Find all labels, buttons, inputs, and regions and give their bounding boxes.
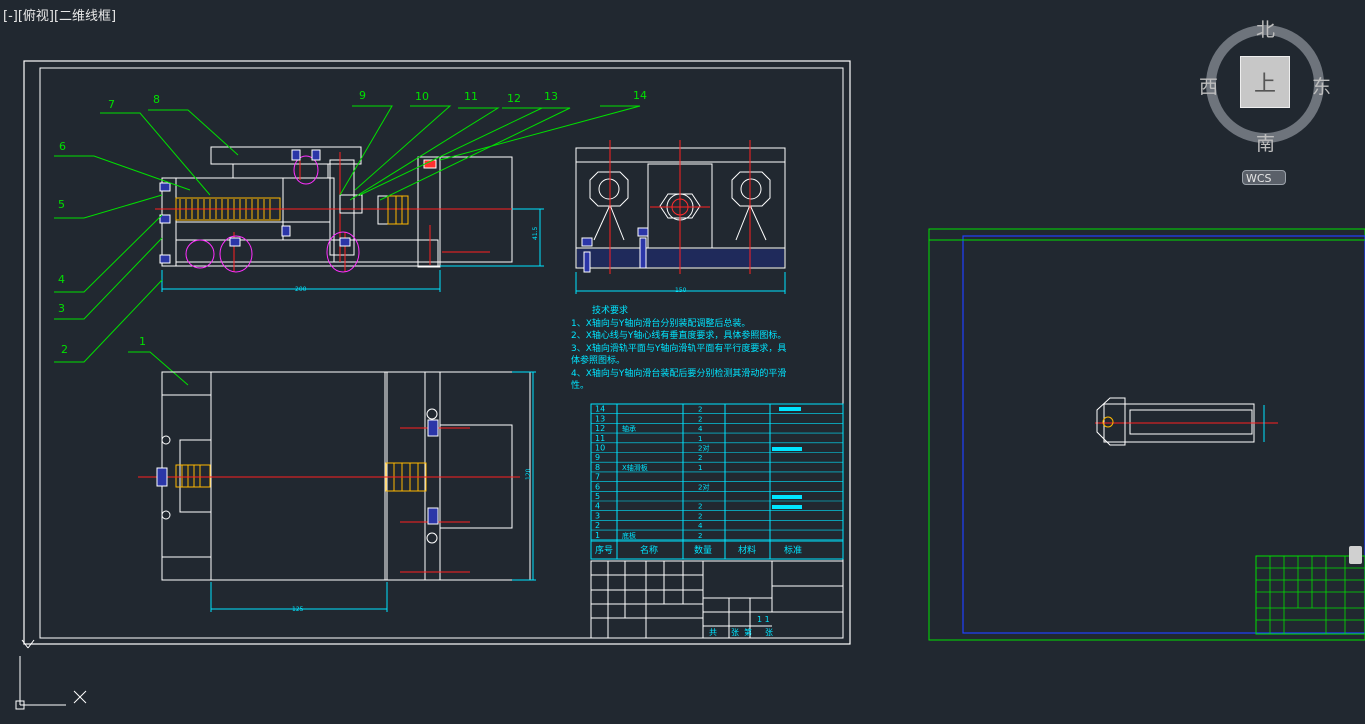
bom-cell: 2 [698,406,702,414]
title-block-text: 1 1 共 张 第 张 [709,615,773,637]
balloon-numbers: 7 8 6 5 4 3 2 9 10 11 12 13 14 1 [58,89,647,356]
dim-plan-width: 125 [292,606,304,613]
bom-cell: 6 [595,482,600,491]
bom-cell: 14 [595,405,605,414]
svg-text:6: 6 [59,140,66,153]
sheet-outer-frame [23,60,851,645]
svg-text:9: 9 [359,89,366,102]
svg-text:8: 8 [153,93,160,106]
bom-cell: 底板 [622,531,636,540]
bom-cell: 9 [595,453,600,462]
bom-fill-bars [772,407,802,509]
svg-text:11: 11 [464,90,478,103]
svg-text:10: 10 [415,90,429,103]
svg-text:2、X轴心线与Y轴心线有垂直度要求，具体参照图标。: 2、X轴心线与Y轴心线有垂直度要求，具体参照图标。 [571,329,786,341]
bom-header-material: 材料 [738,544,756,556]
sheet-inner-frame [39,67,844,639]
bom-cell: 8 [595,463,600,472]
svg-text:3: 3 [58,302,65,315]
bom-cell: 2 [595,521,600,530]
bom-cell: 1 [595,531,600,540]
svg-text:12: 12 [507,92,521,105]
viewcube-ring[interactable] [1198,12,1333,162]
compass-west[interactable]: 西 [1199,76,1219,98]
bom-cell: 3 [595,511,600,520]
bom-cell: 4 [698,522,703,530]
svg-text:体参照图标。: 体参照图标。 [571,354,625,366]
bom-cell: 12 [595,424,605,433]
dim-front-width: 200 [295,286,307,293]
svg-text:1 1: 1 1 [757,615,770,624]
svg-text:性。: 性。 [571,379,589,391]
bom-cell: 2 [698,415,702,423]
bom-header-no: 序号 [595,544,613,556]
bom-cell: 7 [595,473,600,482]
svg-text:共: 共 [709,628,717,637]
bom-header-qty: 数量 [694,544,712,556]
svg-text:1、X轴向与Y轴向滑台分别装配调整后总装。: 1、X轴向与Y轴向滑台分别装配调整后总装。 [571,317,750,329]
bom-cell: 10 [595,444,605,453]
dim-plan-height: 120 [525,468,532,480]
dim-side-width: 150 [675,287,687,294]
second-drawing-sheet [928,228,1365,641]
tech-requirements: 技术要求 1、X轴向与Y轴向滑台分别装配调整后总装。 2、X轴心线与Y轴心线有垂… [571,304,786,391]
plan-view-dims [210,371,536,612]
bom-cell: 2 [698,503,702,511]
plan-view [161,371,531,581]
front-view-dimensions [161,208,544,292]
bom-cell: 2 [698,532,702,540]
svg-text:第: 第 [744,627,752,637]
compass-north[interactable]: 北 [1256,19,1276,41]
svg-text:7: 7 [108,98,115,111]
side-view-centerlines [609,140,751,274]
title-block [590,560,844,639]
balloon-leaders [54,105,641,386]
vertical-scrollbar-thumb[interactable] [1349,546,1362,564]
svg-text:14: 14 [633,89,647,102]
svg-text:4、X轴向与Y轴向滑台装配后要分别检测其滑动的平滑: 4、X轴向与Y轴向滑台装配后要分别检测其滑动的平滑 [571,367,786,379]
wcs-label: WCS [1246,172,1272,185]
svg-text:2: 2 [61,343,68,356]
dim-front-height: 41.5 [532,226,539,240]
compass-south[interactable]: 南 [1256,133,1276,155]
viewport-label[interactable]: [-][俯视][二维线框] [3,9,117,24]
compass-east[interactable]: 东 [1312,76,1332,98]
side-view-dim [575,272,786,294]
wcs-dropdown[interactable]: WCS [1242,170,1286,185]
bom-header-name: 名称 [640,544,658,556]
svg-text:1: 1 [139,335,146,348]
front-view [161,146,513,268]
bom-cell: 11 [595,434,605,443]
ucs-icon [15,639,87,710]
bom-header-standard: 标准 [784,544,802,556]
bom-cell: 1 [698,435,702,443]
bom-cell: 2 [698,512,702,520]
bom-header: 序号 名称 数量 材料 标准 [595,544,802,556]
viewcube-top-face[interactable]: 上 [1240,56,1290,108]
svg-text:13: 13 [544,90,558,103]
svg-text:张: 张 [731,628,739,637]
tech-title: 技术要求 [592,304,628,316]
bom-cell: 轴承 [622,424,636,433]
bom-cell: 13 [595,414,605,423]
plan-view-details [138,408,520,573]
bom-cell: 2 [698,454,702,462]
svg-text:3、X轴向滑轨平面与Y轴向滑轨平面有平行度要求，具: 3、X轴向滑轨平面与Y轴向滑轨平面有平行度要求，具 [571,342,786,354]
bom-cell: 5 [595,492,600,501]
bom-cell: 4 [698,425,703,433]
svg-text:4: 4 [58,273,65,286]
bom-row-lines [591,413,843,541]
bom-cell: 2对 [698,482,709,491]
svg-text:张: 张 [765,628,773,637]
bom-cell: 4 [595,502,600,511]
bom-cell: 1 [698,464,702,472]
viewcube[interactable]: 北 南 西 东 上 WCS [1198,12,1333,192]
bom-cell: X轴滑板 [622,463,648,472]
svg-text:5: 5 [58,198,65,211]
front-view-leadscrew [155,149,515,273]
side-view-bolts [581,227,649,273]
bom-cell: 2对 [698,444,709,453]
